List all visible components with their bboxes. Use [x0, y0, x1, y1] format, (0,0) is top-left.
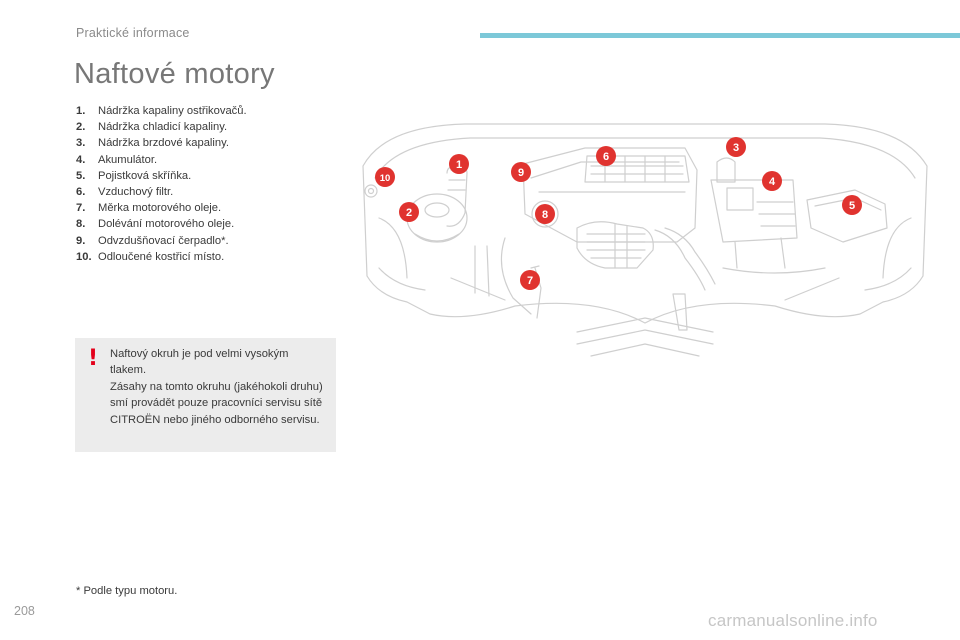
- callout-10: 10: [375, 167, 395, 187]
- page-number: 208: [14, 604, 35, 618]
- svg-text:1: 1: [456, 159, 462, 171]
- section-label: Praktické informace: [76, 26, 190, 40]
- svg-text:3: 3: [733, 142, 739, 154]
- svg-text:7: 7: [527, 275, 533, 287]
- legend-item: 2.Nádržka chladicí kapaliny.: [76, 121, 228, 134]
- warning-text: Naftový okruh je pod velmi vysokým tlake…: [110, 348, 323, 426]
- legend-item: 9.Odvzdušňovací čerpadlo*.: [76, 234, 229, 247]
- svg-text:9: 9: [518, 167, 524, 179]
- section-accent-bar: [480, 33, 960, 38]
- callout-5: 5: [842, 195, 862, 215]
- legend-item: 1.Nádržka kapaliny ostřikovačů.: [76, 105, 247, 117]
- legend-item: 4.Akumulátor.: [76, 153, 158, 166]
- legend-item: 10.Odloučené kostřicí místo.: [76, 250, 225, 263]
- engine-diagram: 1 2 3 4 5 6 7 8 9 10: [362, 123, 928, 357]
- callout-2: 2: [399, 202, 419, 222]
- warning-box: ! Naftový okruh je pod velmi vysokým tla…: [75, 338, 336, 452]
- legend-item: 3.Nádržka brzdové kapaliny.: [76, 137, 229, 150]
- legend-item: 8.Dolévání motorového oleje.: [76, 218, 235, 231]
- page-title: Naftové motory: [74, 58, 275, 90]
- callout-7: 7: [520, 270, 540, 290]
- svg-text:10: 10: [380, 173, 391, 184]
- footnote: * Podle typu motoru.: [76, 585, 178, 597]
- legend-item: 6.Vzduchový filtr.: [76, 186, 174, 199]
- svg-text:2: 2: [406, 207, 412, 219]
- svg-text:5: 5: [849, 200, 855, 212]
- callout-4: 4: [762, 171, 782, 191]
- callout-9: 9: [511, 162, 531, 182]
- legend-item: 5.Pojistková skříňka.: [76, 169, 192, 182]
- watermark: carmanualsonline.info: [708, 611, 878, 630]
- callout-3: 3: [726, 137, 746, 157]
- component-legend: 1.Nádržka kapaliny ostřikovačů. 2.Nádržk…: [76, 103, 247, 265]
- svg-text:6: 6: [603, 151, 609, 163]
- callout-6: 6: [596, 146, 616, 166]
- svg-text:8: 8: [542, 209, 548, 221]
- svg-text:4: 4: [769, 176, 776, 188]
- callout-1: 1: [449, 154, 469, 174]
- callout-8: 8: [535, 204, 555, 224]
- legend-item: 7.Měrka motorového oleje.: [76, 202, 222, 215]
- exclamation-icon: !: [88, 346, 99, 371]
